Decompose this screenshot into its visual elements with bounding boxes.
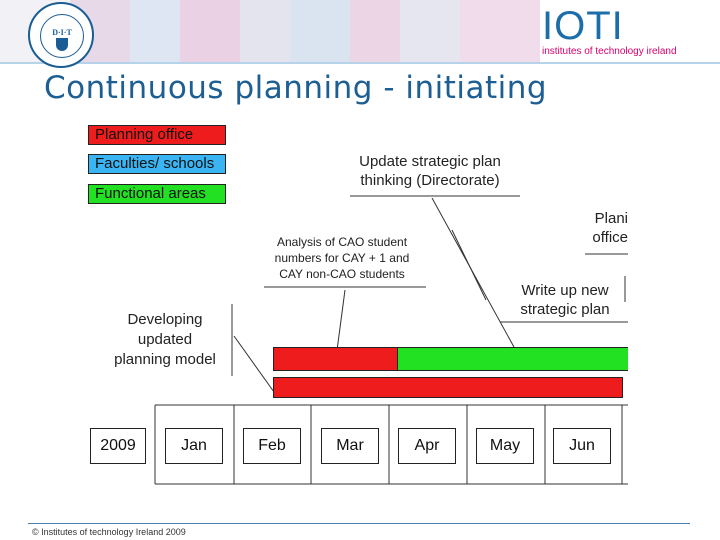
planning-model-line-1: Developing xyxy=(127,311,203,328)
legend-planning-office: Planning office xyxy=(88,125,226,145)
dit-logo-text: D·I·T xyxy=(52,28,72,37)
cao-analysis-line-2: numbers for CAY + 1 and xyxy=(274,251,410,265)
timeline-month: Apr xyxy=(398,428,456,464)
write-up-label: Write up new strategic plan xyxy=(510,281,620,319)
footer-copyright: © Institutes of technology Ireland 2009 xyxy=(32,527,186,537)
planning-office-partial-label: Plani office xyxy=(580,209,628,247)
planning-office-line-2: office xyxy=(592,229,628,246)
cao-analysis-bar xyxy=(273,347,398,371)
timeline-month: Mar xyxy=(321,428,379,464)
header-band xyxy=(0,0,720,62)
page-title: Continuous planning - initiating xyxy=(44,70,548,106)
footer-rule xyxy=(28,523,690,524)
planning-office-line-1: Plani xyxy=(594,210,628,227)
planning-model-label: Developing updated planning model xyxy=(105,310,225,370)
strategic-plan-label: Update strategic plan thinking (Director… xyxy=(346,152,514,190)
ioti-subtitle: institutes of technology ireland xyxy=(542,46,677,57)
write-up-line-1: Write up new xyxy=(521,282,609,299)
strategic-plan-line-1: Update strategic plan xyxy=(359,153,501,170)
write-up-line-2: strategic plan xyxy=(520,301,610,318)
header-rule xyxy=(0,62,720,64)
timeline-month: Jun xyxy=(553,428,611,464)
timeline-month: May xyxy=(476,428,534,464)
ioti-logo: IOTI institutes of technology ireland xyxy=(540,4,690,62)
planning-model-line-3: planning model xyxy=(114,351,216,368)
timeline-month: Feb xyxy=(243,428,301,464)
legend-functional-areas: Functional areas xyxy=(88,184,226,204)
timeline-month: Jan xyxy=(165,428,223,464)
planning-model-line-2: updated xyxy=(137,331,193,348)
legend-faculties-schools: Faculties/ schools xyxy=(88,154,226,174)
dit-seal-logo: D·I·T xyxy=(28,2,94,68)
strategic-plan-line-2: thinking (Directorate) xyxy=(360,172,500,189)
shield-icon xyxy=(56,38,68,51)
timeline-year: 2009 xyxy=(90,428,146,464)
planning-model-bar xyxy=(273,377,623,398)
cao-analysis-line-3: CAY non-CAO students xyxy=(279,267,405,281)
strategic-plan-bar xyxy=(397,347,628,371)
cao-analysis-label: Analysis of CAO student numbers for CAY … xyxy=(262,234,422,282)
cao-analysis-line-1: Analysis of CAO student xyxy=(276,235,408,249)
ioti-wordmark: IOTI xyxy=(542,4,624,48)
